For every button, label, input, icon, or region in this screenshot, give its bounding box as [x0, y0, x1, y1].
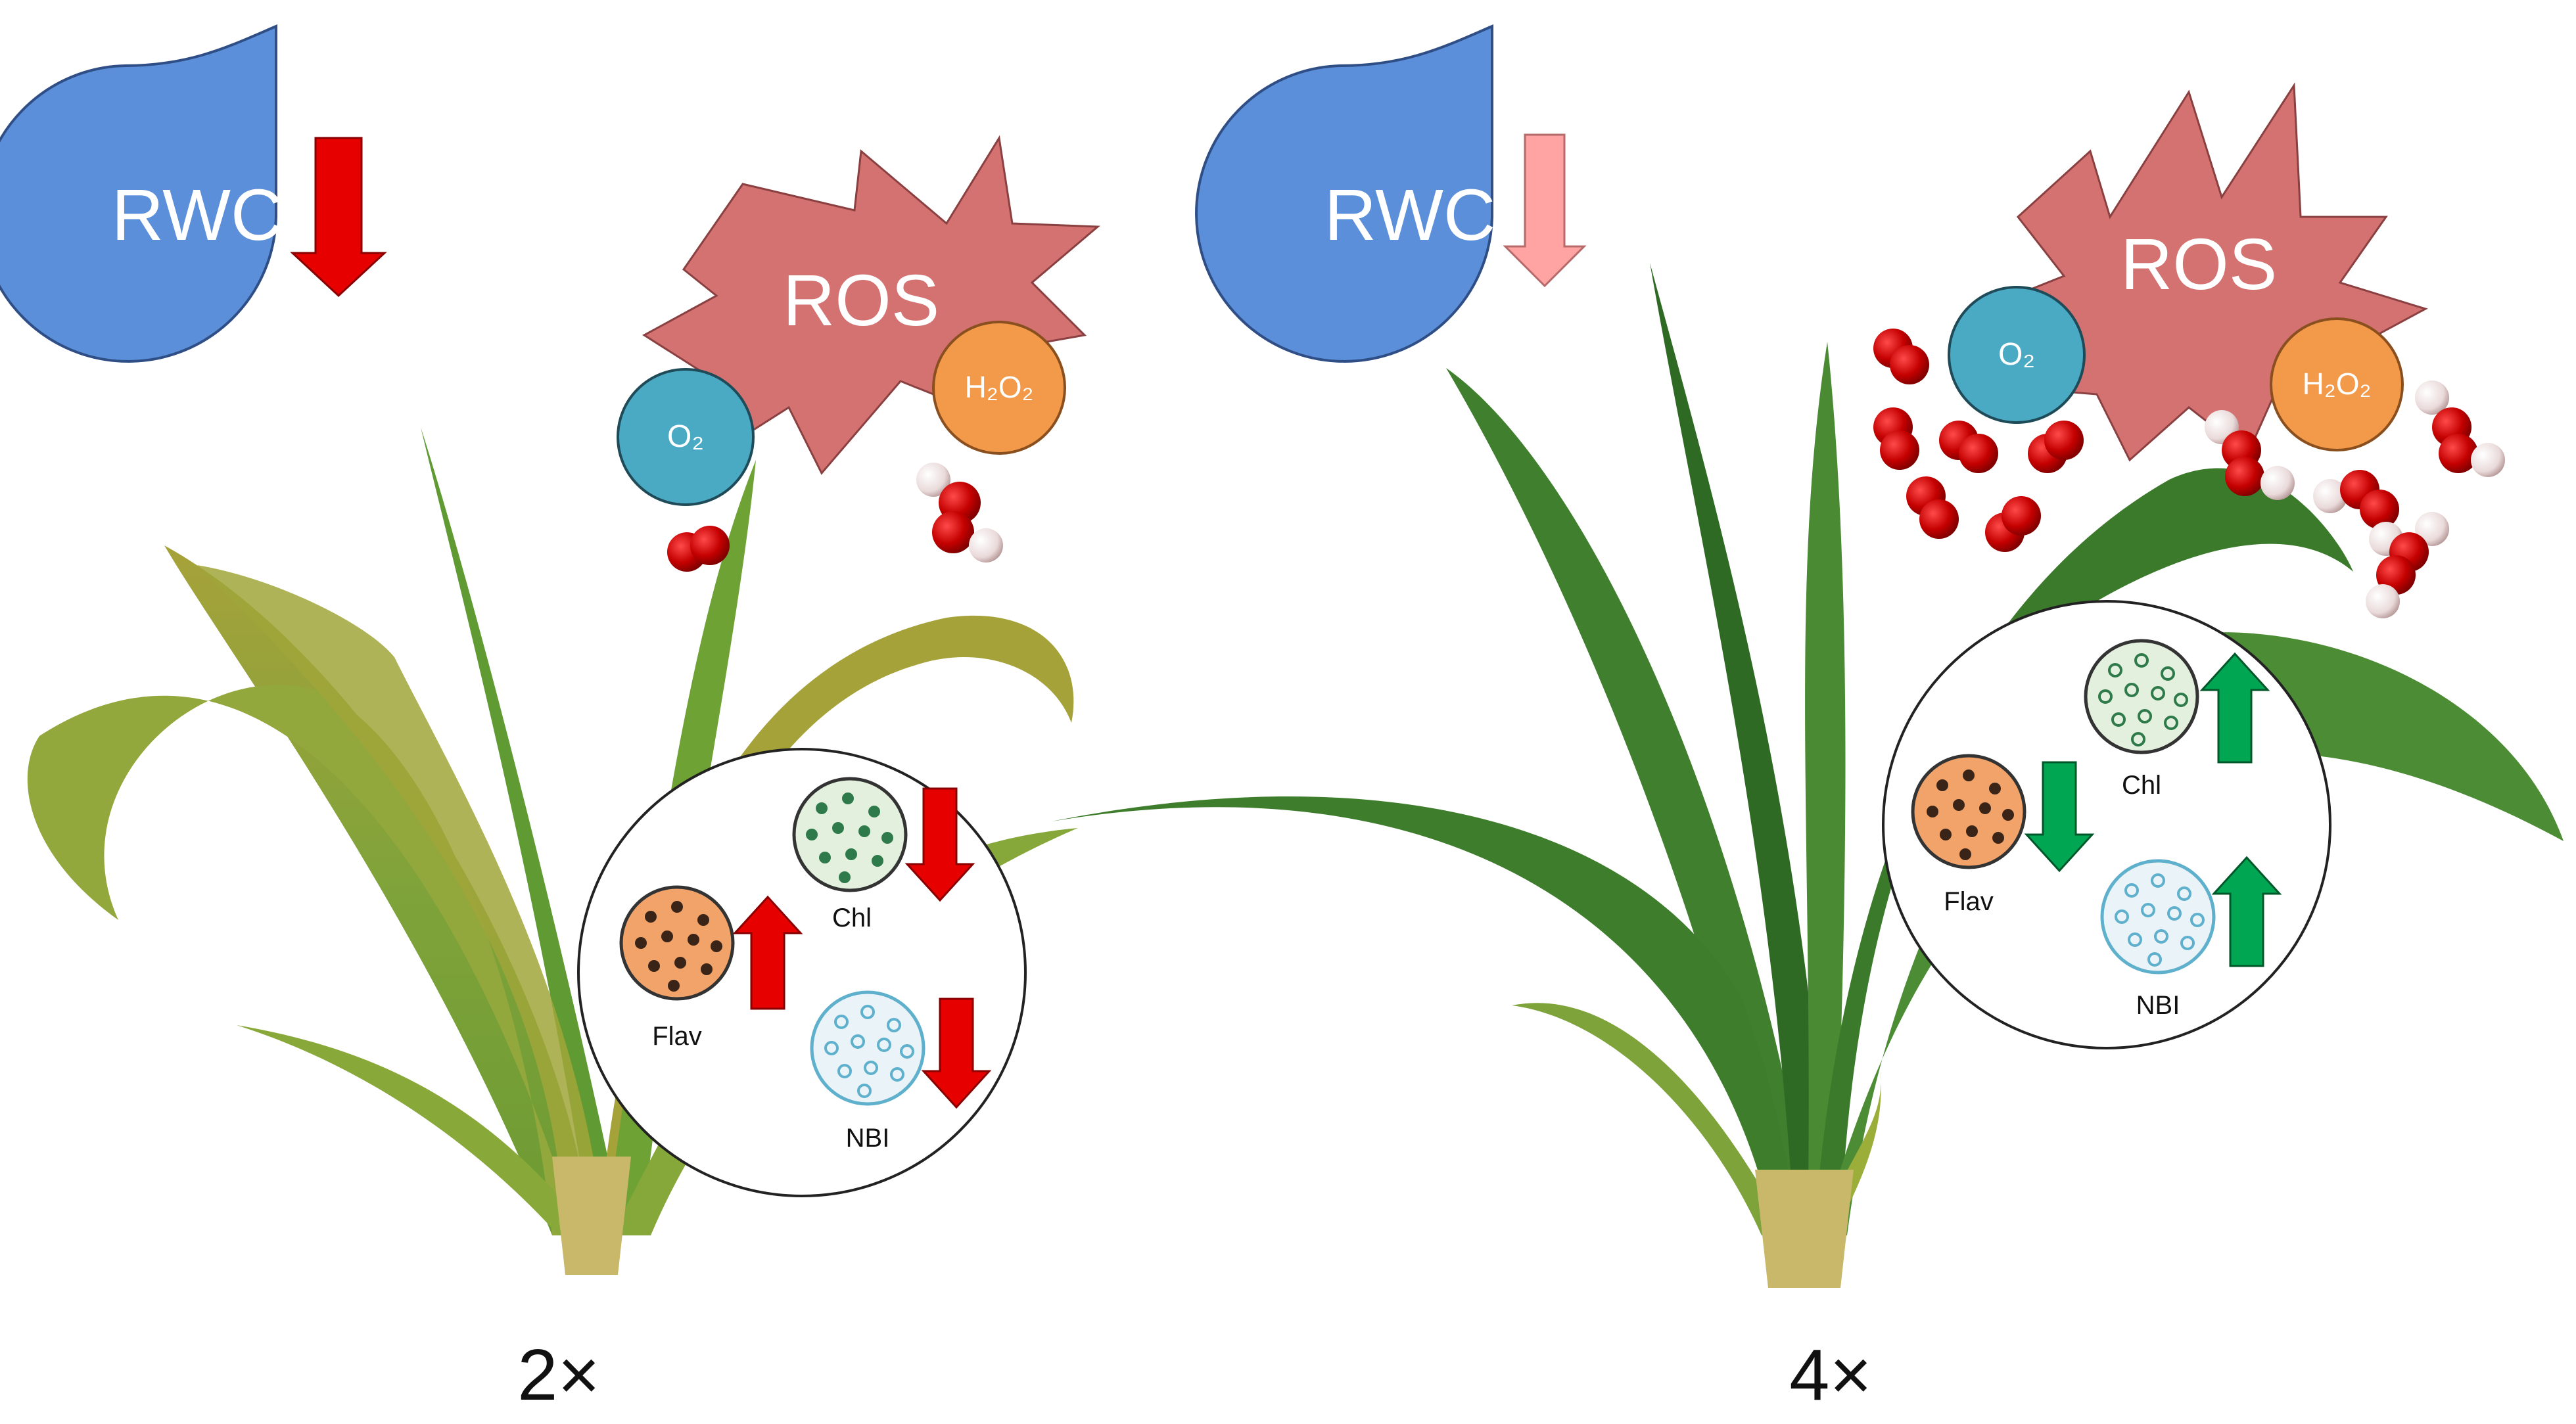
- flav-label: Flav: [652, 1022, 702, 1051]
- leaf: [164, 545, 592, 1235]
- ros-burst-4x: ROS O₂ H₂O₂: [1948, 82, 2428, 462]
- ros-label: ROS: [783, 260, 939, 341]
- hydrogen-atom: [2260, 466, 2295, 500]
- stem: [552, 1157, 631, 1275]
- panel-label: 2×: [517, 1335, 599, 1415]
- oxygen-atom: [2360, 490, 2399, 529]
- h2o2-circle: [932, 321, 1066, 455]
- rwc-arrow-down-icon: [290, 137, 387, 298]
- h2o2-label: H₂O₂: [2303, 367, 2372, 401]
- o2-label: O₂: [1998, 337, 2035, 372]
- oxygen-atom: [1919, 499, 1959, 539]
- nbi-group: NBI: [810, 990, 992, 1153]
- rwc-label: RWC: [112, 175, 283, 256]
- o2-circle: [617, 368, 755, 506]
- chl-arrow-up-icon: [2199, 652, 2270, 764]
- h2o2-circle: [2270, 317, 2404, 451]
- peroxide-molecule: [916, 463, 1003, 563]
- leaf: [611, 828, 1078, 1235]
- oxygen-atom: [690, 526, 730, 565]
- rwc-arrow-down-icon: [1503, 133, 1587, 288]
- flav-group: Flav: [619, 885, 803, 1051]
- flav-dots: [635, 901, 722, 992]
- nbi-label: NBI: [846, 1124, 890, 1153]
- nbi-group: NBI: [2100, 856, 2282, 1020]
- flav-arrow-up-icon: [732, 895, 803, 1010]
- hydrogen-atom: [2313, 479, 2347, 513]
- water-drop-icon: [0, 24, 277, 363]
- nbi-dots: [2115, 873, 2205, 967]
- inset-4x: Chl Flav NBI: [1882, 600, 2331, 1049]
- hydrogen-atom: [2415, 512, 2449, 546]
- nbi-dots: [824, 1005, 914, 1098]
- chl-arrow-down-icon: [904, 787, 975, 902]
- chl-group: Chl: [792, 777, 975, 932]
- chl-label: Chl: [2122, 771, 2161, 800]
- chl-label: Chl: [832, 904, 872, 932]
- hydrogen-atom: [2471, 443, 2505, 477]
- oxygen-atom: [2225, 457, 2264, 496]
- hydrogen-atom: [916, 463, 950, 497]
- oxygen-atom: [1880, 430, 1919, 470]
- oxygen-molecules: [1873, 329, 2084, 552]
- leaf: [1814, 468, 2353, 1235]
- water-drop-icon: [1195, 24, 1493, 363]
- leaf: [1805, 342, 1846, 1235]
- chl-dots: [806, 792, 893, 883]
- hydrogen-atom: [969, 528, 1003, 563]
- nbi-arrow-up-icon: [2211, 856, 2282, 967]
- stem: [1755, 1170, 1854, 1288]
- panel-4x: RWC ROS O₂ H₂O₂: [1052, 24, 2564, 1415]
- rwc-drop-4x: RWC: [1195, 24, 1587, 363]
- nbi-label: NBI: [2136, 991, 2180, 1020]
- oxygen-atom: [1890, 345, 1929, 384]
- o2-label: O₂: [667, 419, 704, 454]
- leaf: [1650, 263, 1827, 1235]
- leaf: [237, 1025, 592, 1235]
- leaf: [1052, 796, 1801, 1235]
- panel-label: 4×: [1789, 1335, 1871, 1415]
- hydrogen-atom: [2415, 380, 2449, 415]
- flav-arrow-down-icon: [2024, 761, 2095, 873]
- chl-dots: [2098, 653, 2188, 746]
- oxygen-atom: [2439, 434, 2478, 473]
- leaf: [27, 685, 579, 1235]
- oxygen-atom: [1959, 434, 1998, 473]
- flav-dots: [1927, 769, 2014, 860]
- rwc-drop-2x: RWC: [0, 24, 387, 363]
- flav-label: Flav: [1944, 887, 1994, 916]
- nbi-arrow-down-icon: [921, 998, 992, 1109]
- leaf: [421, 427, 624, 1235]
- oxygen-atom: [2044, 421, 2084, 460]
- ros-burst-2x: ROS O₂ H₂O₂: [617, 135, 1100, 506]
- chl-group: Chl: [2084, 639, 2270, 800]
- inset-circle: [577, 748, 1027, 1197]
- panel-2x: RWC ROS O₂ H₂O₂: [0, 24, 1100, 1415]
- oxygen-atom: [932, 511, 974, 553]
- peroxide-molecules: [2205, 380, 2505, 618]
- oxygen-atom: [2002, 496, 2041, 536]
- rwc-label: RWC: [1324, 175, 1496, 256]
- flav-group: Flav: [1911, 754, 2095, 916]
- oxygen-molecule: [667, 526, 730, 572]
- hydrogen-atom: [2366, 584, 2400, 618]
- h2o2-label: H₂O₂: [965, 370, 1034, 404]
- o2-circle: [1948, 286, 2086, 424]
- ros-label: ROS: [2120, 224, 2277, 305]
- inset-2x: Chl Flav NBI: [577, 748, 1027, 1197]
